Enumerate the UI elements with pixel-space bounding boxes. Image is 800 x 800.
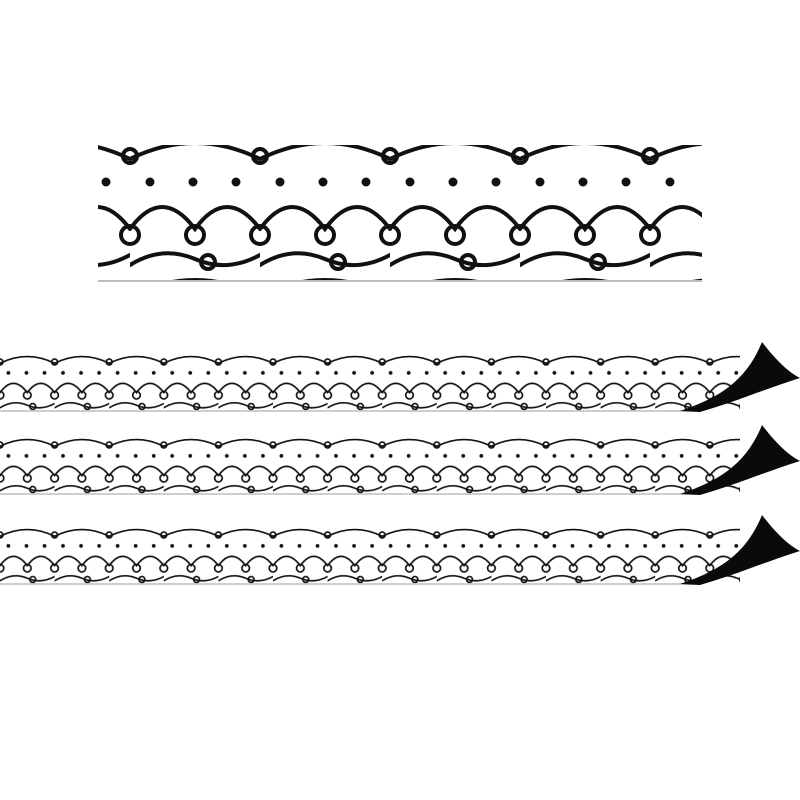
magnet-curl [680, 515, 800, 585]
magnet-curl [680, 425, 800, 495]
border-strip-3 [0, 515, 800, 585]
border-strip-closeup [98, 145, 702, 282]
border-strip-1 [0, 342, 800, 412]
border-strip-2 [0, 425, 800, 495]
magnet-curl [680, 342, 800, 412]
